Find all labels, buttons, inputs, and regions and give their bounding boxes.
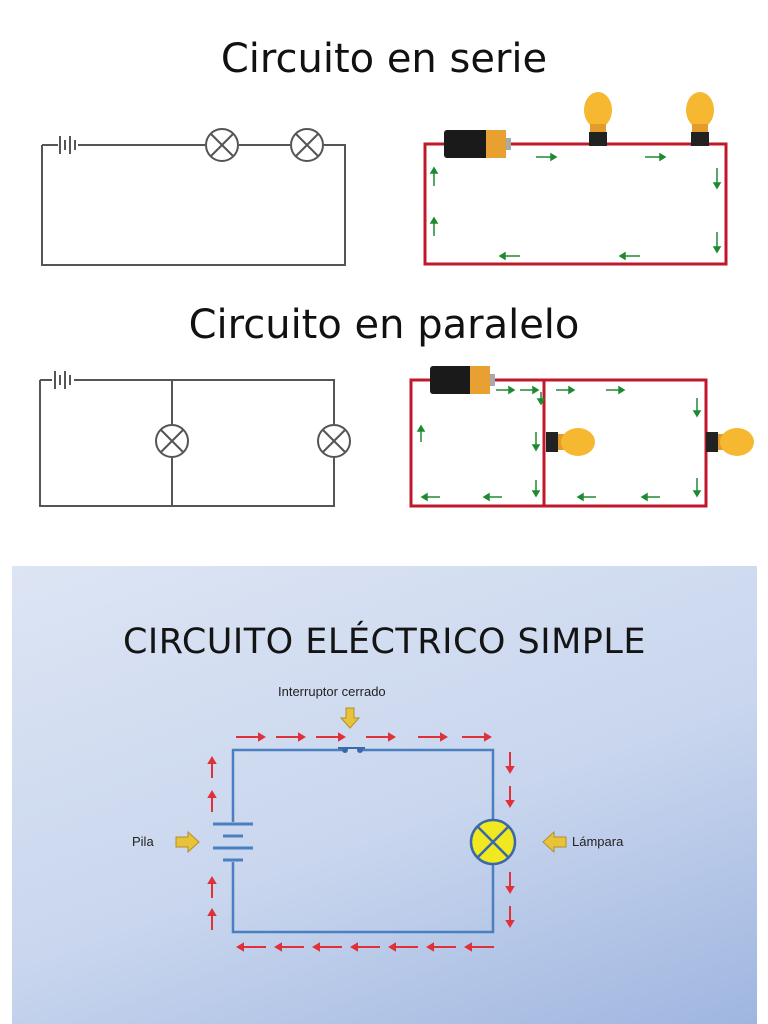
light-bulb-icon [546,428,595,456]
arrow-icon [339,707,361,729]
series-pictorial [423,92,728,266]
battery-symbol-icon [54,371,71,389]
battery-symbol-icon [59,136,76,154]
parallel-pictorial [409,366,754,508]
current-arrows [416,385,702,502]
battery-icon [430,366,495,394]
parallel-circuit-title: Circuito en paralelo [188,302,580,348]
series-schematic [41,128,346,266]
arrow-icon [175,830,200,854]
light-bulb-icon [584,92,612,146]
battery-icon [444,130,511,158]
light-bulb-icon [706,428,754,456]
battery-label: Pila [132,834,154,849]
parallel-schematic [39,371,351,507]
current-arrows [429,152,722,261]
light-bulb-icon [686,92,714,146]
lamp-symbol-icon [317,424,351,458]
lamp-label: Lámpara [572,834,624,849]
lamp-symbol-icon [469,818,517,866]
simple-circuit-panel [12,566,757,1024]
arrow-icon [542,830,567,854]
lamp-symbol-icon [205,128,239,162]
switch-label: Interruptor cerrado [278,684,386,699]
lamp-symbol-icon [155,424,189,458]
battery-symbol-icon [213,822,253,862]
simple-circuit-title: CIRCUITO ELÉCTRICO SIMPLE [122,622,647,662]
flow-arrows [207,732,515,952]
series-circuit-title: Circuito en serie [220,36,548,82]
switch-symbol [338,747,365,753]
lamp-symbol-icon [290,128,324,162]
